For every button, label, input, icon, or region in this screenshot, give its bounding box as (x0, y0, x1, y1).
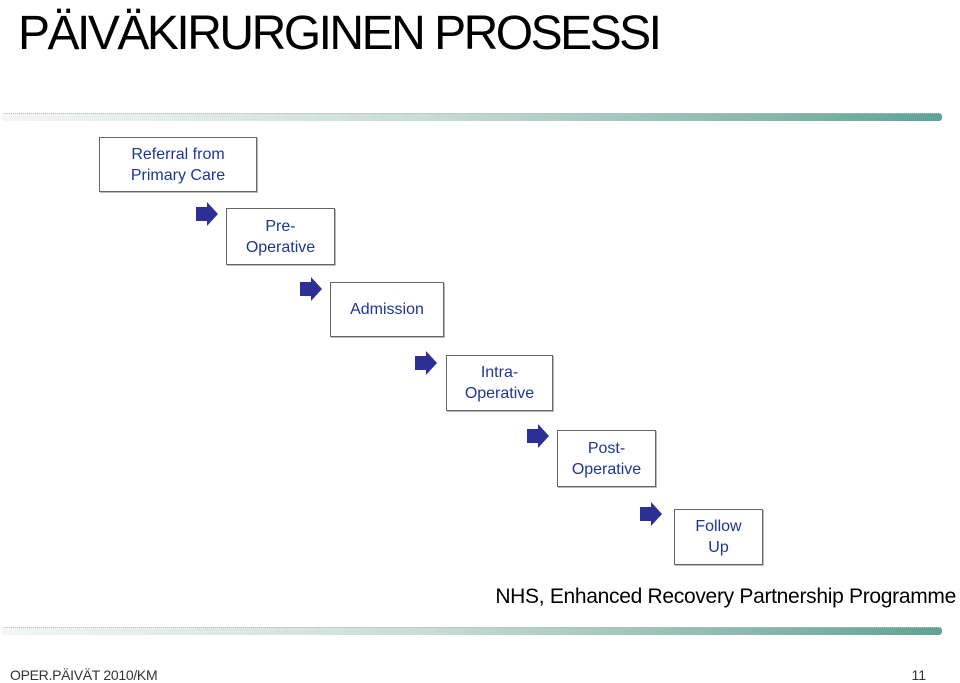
step-post-operative: Post- Operative (557, 430, 656, 487)
step-referral: Referral from Primary Care (99, 137, 257, 192)
top-divider (2, 113, 942, 121)
step-follow-up: Follow Up (674, 509, 763, 565)
arrow-right-icon (300, 277, 322, 301)
arrow-right-icon (527, 424, 549, 448)
source-caption: NHS, Enhanced Recovery Partnership Progr… (495, 585, 956, 608)
step-pre-operative: Pre- Operative (226, 208, 335, 265)
arrow-right-icon (640, 502, 662, 526)
page-number: 11 (911, 667, 926, 683)
step-intra-operative: Intra- Operative (446, 355, 553, 411)
arrow-right-icon (196, 202, 218, 226)
bottom-divider (2, 627, 942, 635)
step-admission: Admission (330, 282, 444, 337)
arrow-right-icon (415, 351, 437, 375)
footer-label: OPER.PÄIVÄT 2010/KM (10, 667, 158, 683)
slide-title: PÄIVÄKIRURGINEN PROSESSI (18, 7, 662, 60)
